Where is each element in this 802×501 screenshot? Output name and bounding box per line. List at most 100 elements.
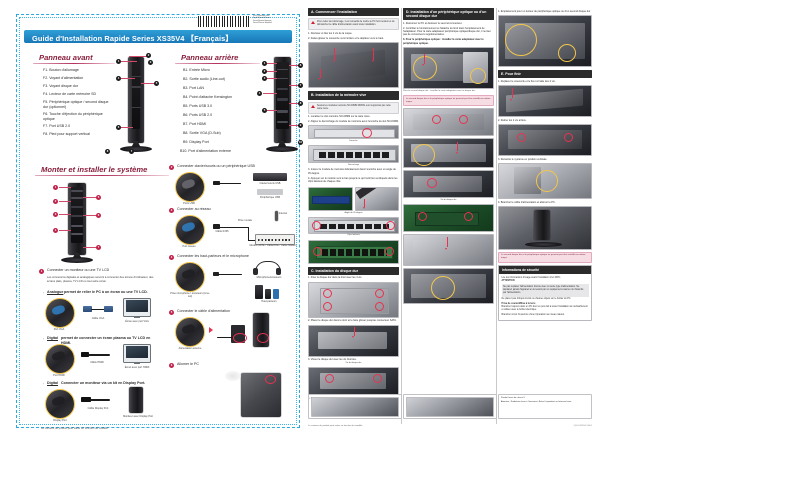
- rear-callout-4: 4: [257, 91, 262, 96]
- rj45-cable-drop: [248, 227, 249, 241]
- usb-port-highlight: [181, 178, 197, 191]
- security-shock-body-2: Brancher à tout l'ouverture d'une l'opér…: [501, 313, 565, 316]
- front-callout-4: 4: [116, 76, 121, 81]
- monitor-vga-caption: Écran avec port VGA: [125, 320, 149, 323]
- front-lead-2: [129, 56, 147, 57]
- page2-doc-code: QIG-XS35V4-0001: [573, 425, 592, 427]
- front-panel-item-7: F7. Port USB 2.0: [43, 124, 71, 128]
- sata-connector-photo: [403, 204, 494, 233]
- assembly-device: [68, 183, 86, 255]
- asm-lead-3: [59, 214, 71, 215]
- section-e-pink-text: Le second disque dur et le périphérique …: [501, 254, 586, 260]
- hdmi-cable-caption: Câble HDMI: [90, 361, 104, 364]
- displayport-monitor-caption: Moniteur avec Display Port: [123, 415, 153, 418]
- usb-keyboard-caption: Clavier/souris USB: [259, 182, 281, 185]
- section-b-warning-text: Seules les modules mémoire SO-DIMM DDR3L…: [317, 104, 391, 110]
- displayport-highlight: [51, 395, 67, 408]
- rear-lead-9: [289, 125, 299, 126]
- step-1-bullet-a: ·: [43, 291, 45, 295]
- bottom-thumb-2: [403, 394, 497, 419]
- front-panel-item-1: F1. Bouton d'allumage: [43, 68, 79, 72]
- usb-cable: [219, 183, 241, 185]
- ram-keying-caption: Décrochage: [347, 163, 360, 166]
- asm-lead-1: [59, 187, 71, 188]
- rear-stand-base: [266, 146, 298, 152]
- section-d-step-2: 2. Contrôler le fonctionnement et l'atta…: [403, 26, 491, 37]
- step-1-bullet-c: ·: [43, 382, 45, 386]
- assembly-callout-6: 6: [96, 213, 101, 218]
- front-lead-1: [121, 61, 137, 62]
- section-b-step-2: 2. Aligner le décrochage du module de mé…: [308, 120, 399, 124]
- rear-panel-item-6: B6. Ports USB 2.0: [183, 113, 213, 117]
- front-callout-2: 2: [146, 53, 151, 58]
- step-1-sub-a-label: Analogue: [47, 290, 64, 294]
- column-divider-2: [496, 8, 497, 424]
- antenna-icon: [275, 211, 278, 221]
- section-d-note: Pour le second disque dur : installer la…: [403, 90, 476, 93]
- optical-caption: 1. Emplacement pour un lecteur de périph…: [498, 9, 591, 13]
- power-button-ring: [265, 375, 276, 384]
- assembly-port-5: [71, 224, 83, 227]
- rear-port-2: [277, 77, 288, 80]
- audio-plug: [213, 272, 219, 276]
- section-c-header: C. Installation du disque dur: [308, 266, 399, 275]
- guide-title-bar: Guide d'Installation Rapide Series XS35V…: [24, 30, 292, 43]
- hdd-tray-photo: [308, 281, 399, 318]
- step-6-badge: 6: [169, 363, 174, 368]
- section-a-photo-cover: [308, 42, 399, 89]
- front-panel-item-5: F5. Périphérique optique / second disque…: [43, 100, 109, 110]
- assembly-callout-2: 2: [53, 199, 58, 204]
- optical-detail-ring-2: [558, 43, 577, 62]
- displayport-connector: [81, 397, 91, 402]
- hdd-insert-photo: [308, 324, 399, 357]
- ram-angle-diagram: [354, 187, 399, 212]
- power-ring-1: [233, 333, 247, 343]
- rear-lead-2: [267, 71, 277, 72]
- rear-callout-3: 3: [262, 76, 267, 81]
- power-port-caption: Alimentation externe: [178, 347, 202, 350]
- step-2-heading: Connecter clavier/souris ou un périphéri…: [177, 164, 255, 168]
- security-body: Lire les informations d'usage avant l'in…: [499, 274, 591, 319]
- ram-seated-ring-left: [312, 246, 322, 256]
- vga-cable: [91, 309, 105, 311]
- security-intro: Lire les informations d'usage avant l'in…: [501, 276, 561, 279]
- speakers-caption: Haut-parleurs: [261, 300, 277, 303]
- usb-device-caption: Périphérique USB: [259, 196, 280, 199]
- security-attention-title: ATTENTION: [501, 279, 515, 282]
- product-class-body: Attention : Radiations laser à l'ouvertu…: [500, 400, 572, 403]
- rear-lead-8: [289, 103, 299, 104]
- rear-callout-10: 10: [298, 140, 303, 145]
- step-5-heading: Connecter le câble d'alimentation: [177, 309, 231, 313]
- section-e-step-3: 3. Remettre le système en position verti…: [498, 157, 548, 161]
- rear-panel-item-9: B9. Display Port: [183, 140, 209, 144]
- assembly-callout-5: 5: [96, 195, 101, 200]
- usb-connector: [213, 181, 220, 185]
- section-c-step-3: 3. Visser le disque dur avec les vis fou…: [308, 358, 357, 362]
- security-shock-title: Prise de courant/Mise à la terre: [501, 303, 536, 306]
- hdmi-port-photo: [45, 344, 75, 374]
- rear-lead-3: [267, 78, 277, 79]
- asm-lead-6: [83, 215, 97, 216]
- ram-slot-photo: [308, 125, 399, 140]
- assembly-callout-1: 1: [53, 185, 58, 190]
- lan-port-photo: [175, 215, 205, 245]
- rear-panel-title: Panneau arrière: [174, 53, 261, 64]
- section-a-step-2: 2. Faites glisser le couvercle vers l'ar…: [308, 36, 384, 40]
- section-d-header: D. Installation d'un périphérique optiqu…: [403, 8, 494, 21]
- hdmi-port-highlight: [51, 350, 67, 363]
- rj45-connector: [213, 224, 220, 229]
- section-a-arrow-1: [332, 47, 335, 63]
- step-4-badge: 4: [169, 255, 174, 260]
- front-callout-6: 6: [116, 125, 121, 130]
- displayport-caption: Display Port: [53, 419, 67, 422]
- optical-detail-ring: [504, 23, 537, 56]
- second-hdd-photo-3: [403, 170, 494, 199]
- ram-notch-caption: Encoche: [349, 139, 358, 142]
- front-panel-device: [128, 57, 144, 143]
- section-a-header: A. Commencer l'installation: [308, 8, 399, 17]
- hdmi-port-caption: Port HDMI: [53, 374, 65, 377]
- vga-connector-left: [83, 306, 92, 312]
- page2-bottom-row: Produit laser de classe II Attention : R…: [308, 392, 593, 419]
- section-d-step-1: 1. Retournez le PC et dévissez le second…: [403, 21, 463, 25]
